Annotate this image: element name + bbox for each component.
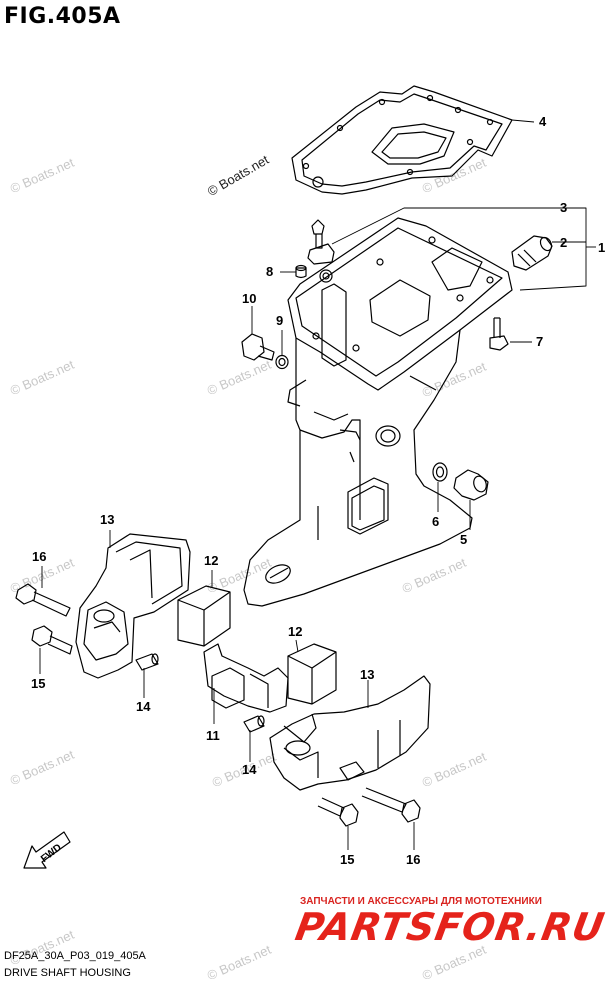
callout-8: 8 [266, 264, 274, 279]
callout-16-left: 16 [32, 549, 47, 564]
callout-14-left: 14 [136, 699, 151, 714]
leader-lines [39, 119, 596, 850]
callout-12-lower: 12 [288, 624, 303, 639]
callout-3: 3 [560, 200, 568, 215]
mount-cover-left-part [75, 533, 191, 679]
washer-9-part [275, 354, 289, 370]
callout-13-right: 13 [360, 667, 375, 682]
callout-4: 4 [539, 114, 547, 129]
plug-screw-part [453, 469, 489, 501]
shop-tagline: ЗАПЧАСТИ И АКСЕССУАРЫ ДЛЯ МОТОТЕХНИКИ [300, 896, 542, 907]
callout-14-right: 14 [242, 762, 257, 777]
mount-rubber-upper-part [177, 585, 231, 647]
fwd-arrow-icon [23, 831, 71, 869]
callout-7: 7 [536, 334, 544, 349]
plug-part [511, 235, 553, 271]
bolt-16-right-part [361, 787, 421, 823]
bolt-7-part [489, 317, 509, 351]
bolt-15-left-part [31, 625, 73, 655]
callout-9: 9 [276, 313, 284, 328]
drive-shaft-housing-part [243, 217, 513, 607]
diagram-name: DRIVE SHAFT HOUSING [4, 967, 131, 979]
mount-rubber-lower-part [287, 643, 337, 705]
pin-14-left-part [135, 653, 159, 671]
pin-14-right-part [243, 715, 265, 733]
callout-15-right: 15 [340, 852, 355, 867]
diagram-code: DF25A_30A_P03_019_405A [4, 950, 146, 962]
bolt-16-left-part [15, 583, 71, 617]
gasket-part [291, 85, 513, 195]
callout-6: 6 [432, 514, 440, 529]
mount-bracket-part [203, 643, 289, 713]
shop-logo[interactable]: PARTSFOR.RU [292, 905, 609, 949]
callout-15-left: 15 [31, 676, 46, 691]
mount-cover-right-part [269, 675, 431, 791]
washer-6-part [432, 462, 448, 482]
callout-12-upper: 12 [204, 553, 219, 568]
fitting-part [307, 219, 335, 265]
callout-16-right: 16 [406, 852, 421, 867]
callout-13-left: 13 [100, 512, 115, 527]
callout-10: 10 [242, 291, 257, 306]
figure-title: FIG.405A [4, 4, 121, 29]
bolt-10-part [241, 333, 275, 361]
pin-part [295, 264, 307, 279]
callout-2: 2 [560, 235, 568, 250]
callout-1: 1 [598, 240, 606, 255]
callout-11: 11 [206, 728, 220, 743]
bolt-15-right-part [317, 797, 359, 827]
callout-5: 5 [460, 532, 468, 547]
